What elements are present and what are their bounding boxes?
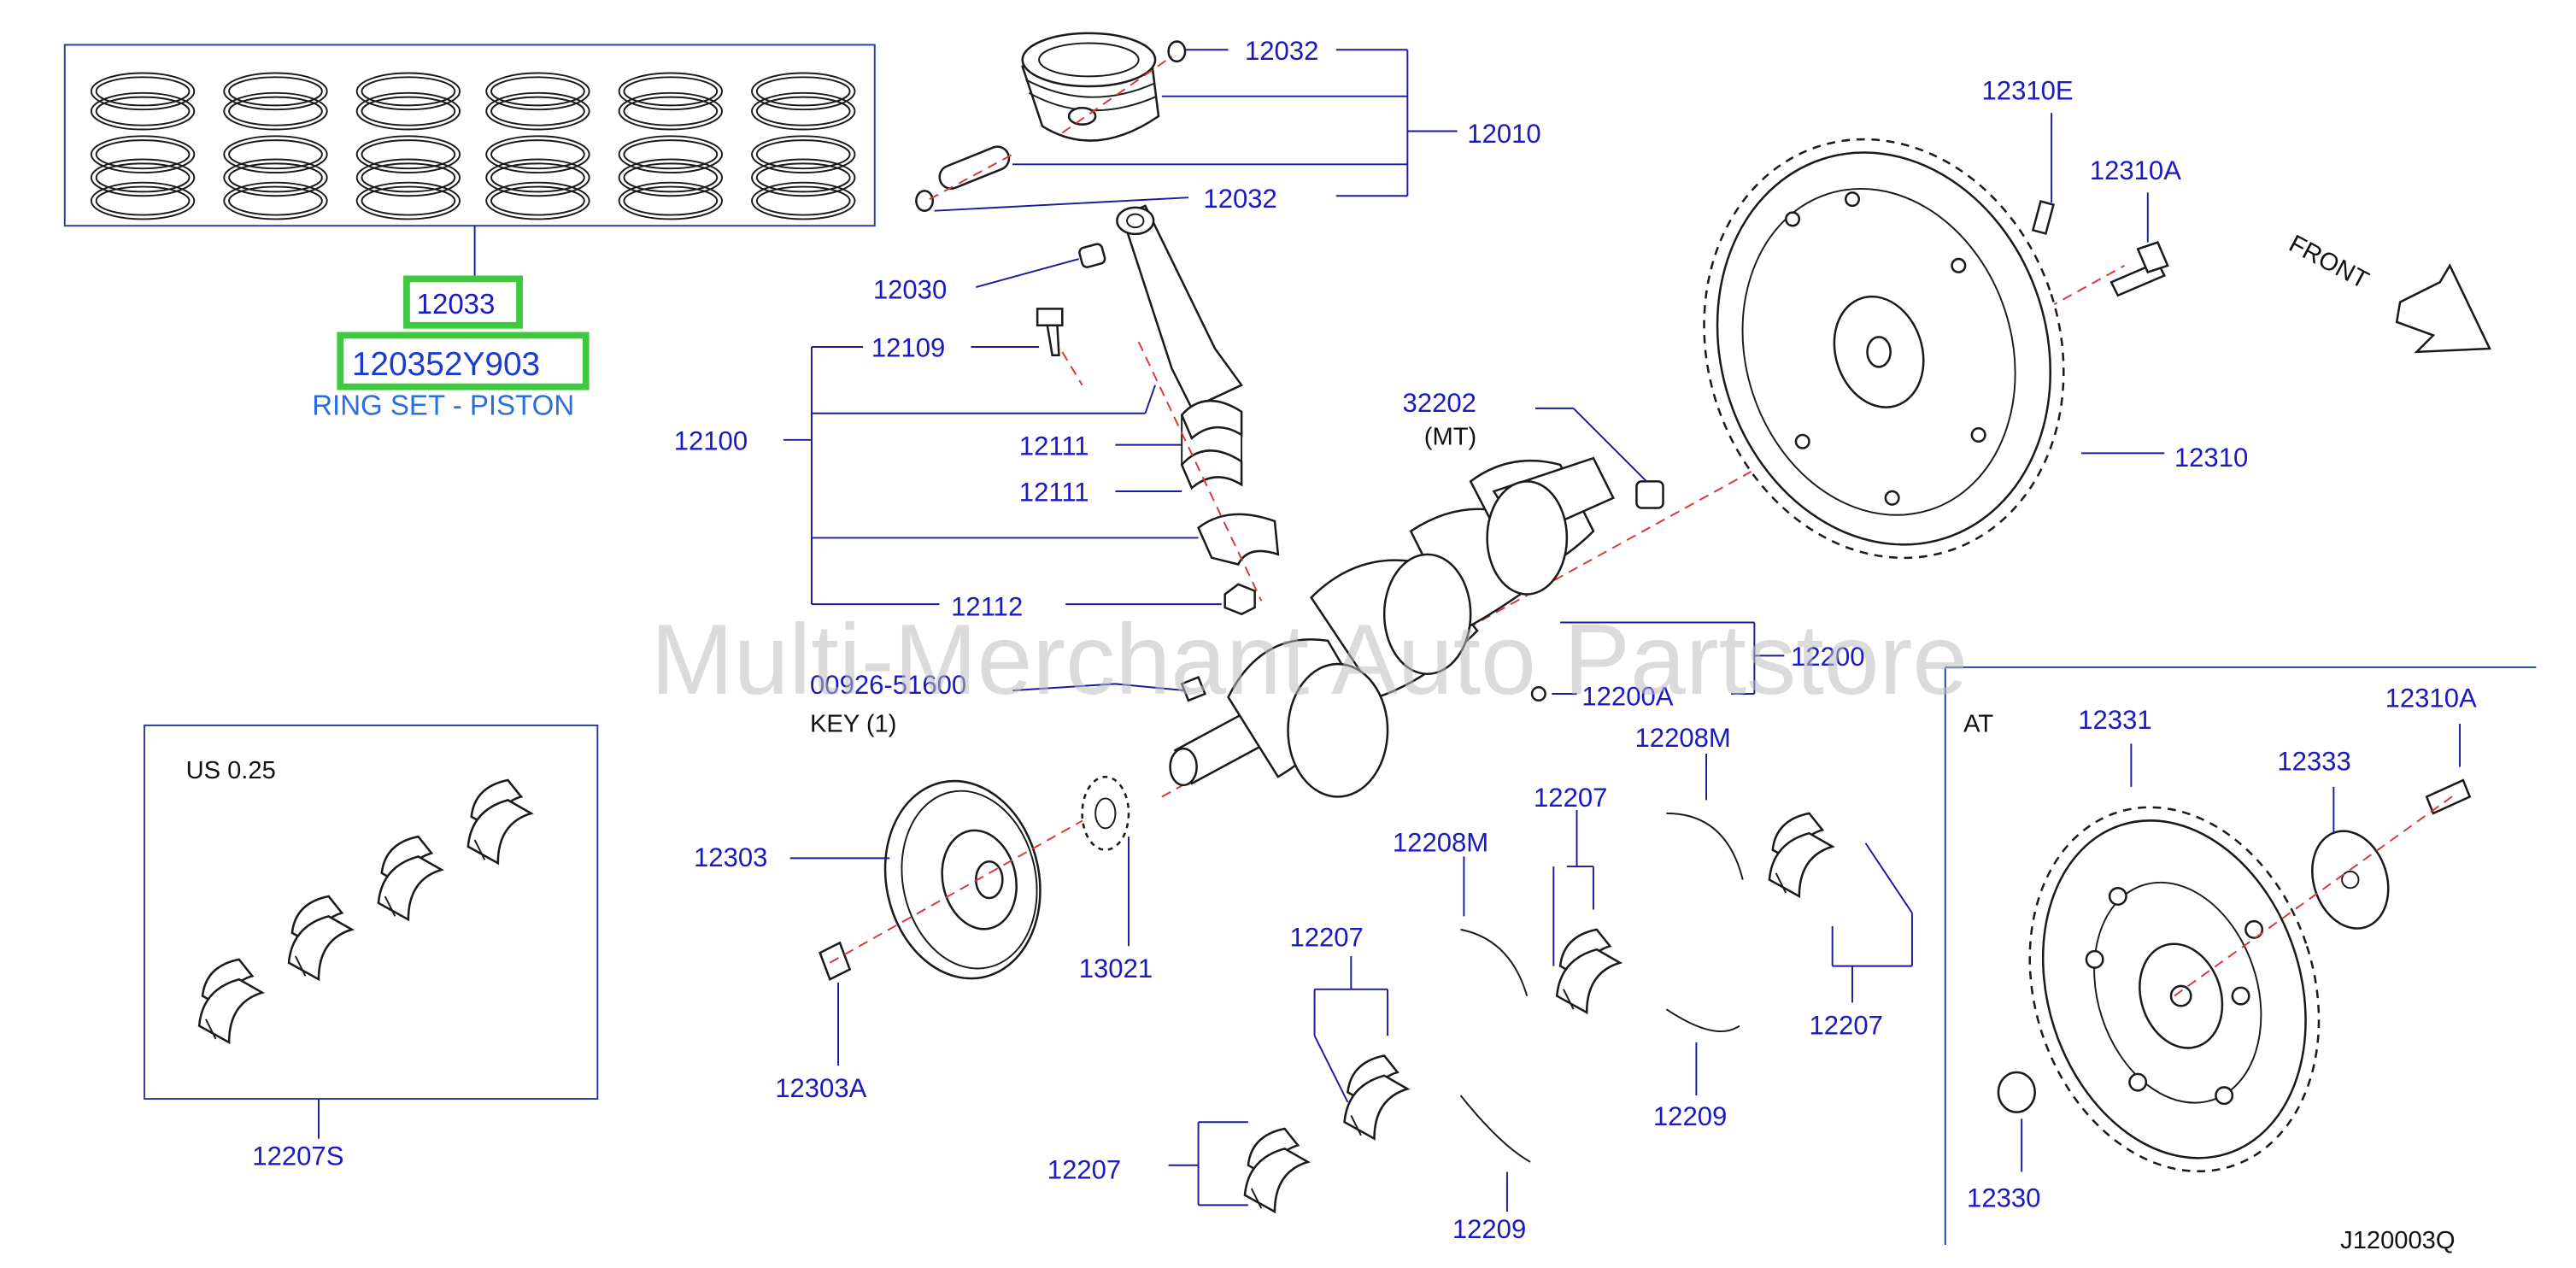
part-number-12109[interactable]: 12109: [871, 333, 945, 363]
piston-ring-set-illustration: [91, 73, 855, 219]
flywheel-illustration: [1703, 138, 2169, 560]
reinforcement-plate-illustration: [2311, 830, 2390, 930]
part-number-12207S[interactable]: 12207S: [252, 1142, 343, 1171]
part-number-12209-b[interactable]: 12209: [1452, 1214, 1526, 1244]
drive-plate-illustration: [2028, 806, 2321, 1173]
part-number-12303[interactable]: 12303: [694, 842, 767, 872]
piston-illustration: [915, 32, 1187, 212]
automatic-transmission-section: AT: [1944, 666, 2537, 1245]
part-number-12208M-b[interactable]: 12208M: [1635, 723, 1731, 753]
part-number-12208M-a[interactable]: 12208M: [1393, 828, 1488, 858]
piston-ring-box: [63, 44, 876, 279]
part-number-12100[interactable]: 12100: [674, 426, 748, 455]
crankshaft-illustration: [1161, 264, 2126, 798]
diagram-id: J120003Q: [2340, 1227, 2455, 1254]
part-number-12030[interactable]: 12030: [873, 275, 947, 305]
part-number-12200[interactable]: 12200: [1791, 642, 1864, 672]
key-note: KEY (1): [810, 711, 896, 738]
part-number-12330[interactable]: 12330: [1967, 1183, 2040, 1212]
exploded-diagram: 12033 120352Y903 RING SET - PISTON 12032…: [63, 32, 2537, 1254]
part-number-12032-bottom[interactable]: 12032: [1203, 184, 1276, 214]
part-number-00926-51600[interactable]: 00926-51600: [810, 670, 966, 700]
part-number-12032-top[interactable]: 12032: [1245, 36, 1318, 66]
front-label: FRONT: [2285, 230, 2374, 294]
callouts-connecting-rod: [783, 258, 1222, 606]
undersize-bearing-box: US 0.25: [144, 724, 599, 1139]
part-number-12310[interactable]: 12310: [2174, 443, 2248, 473]
us-note: US 0.25: [186, 757, 276, 784]
part-number-12207-a[interactable]: 12207: [1534, 783, 1607, 813]
part-number-12207-b[interactable]: 12207: [1289, 922, 1363, 952]
part-number-13021[interactable]: 13021: [1079, 954, 1153, 983]
part-number-32202[interactable]: 32202: [1403, 388, 1476, 418]
part-number-12010[interactable]: 12010: [1467, 119, 1540, 149]
highlighted-part-120352Y903[interactable]: 120352Y903: [337, 332, 590, 390]
callouts-pulley: [789, 837, 1130, 1066]
part-number-120352Y903: 120352Y903: [352, 346, 540, 383]
callouts-piston: [934, 49, 1458, 212]
part-number-12112[interactable]: 12112: [951, 592, 1023, 622]
callouts-flywheel: [2051, 113, 2165, 455]
part-number-12331[interactable]: 12331: [2078, 705, 2151, 735]
part-number-12209-a[interactable]: 12209: [1653, 1101, 1727, 1131]
crank-pulley-illustration: [819, 779, 1096, 981]
at-note: AT: [1963, 711, 1993, 738]
part-number-12303A[interactable]: 12303A: [775, 1073, 866, 1103]
callouts-main-bearings: [1168, 753, 1913, 1212]
part-number-12310A-top[interactable]: 12310A: [2090, 156, 2181, 185]
part-number-12111-b[interactable]: 12111: [1019, 478, 1089, 508]
callouts-crankshaft: [1012, 407, 1785, 695]
main-bearings-illustration: [1243, 812, 1834, 1213]
part-number-12333[interactable]: 12333: [2277, 746, 2350, 776]
connecting-rod-illustration: [1036, 204, 1280, 616]
part-number-12310E[interactable]: 12310E: [1982, 76, 2074, 106]
front-direction-marker: FRONT: [2285, 230, 2491, 354]
part-number-12207-c[interactable]: 12207: [1809, 1010, 1882, 1040]
mt-note: (MT): [1424, 424, 1476, 451]
part-number-12111-a[interactable]: 12111: [1019, 431, 1089, 461]
part-number-12207-d[interactable]: 12207: [1047, 1154, 1121, 1184]
watermark: Multi-Merchant Auto Partstore: [651, 603, 1969, 715]
highlighted-part-12033[interactable]: 12033: [403, 275, 523, 329]
crank-sprocket-illustration: [1081, 775, 1130, 851]
part-description: RING SET - PISTON: [312, 390, 574, 421]
part-number-12200A[interactable]: 12200A: [1581, 682, 1673, 712]
part-number-12310A-at[interactable]: 12310A: [2385, 684, 2477, 713]
part-number-12033: 12033: [417, 288, 496, 320]
